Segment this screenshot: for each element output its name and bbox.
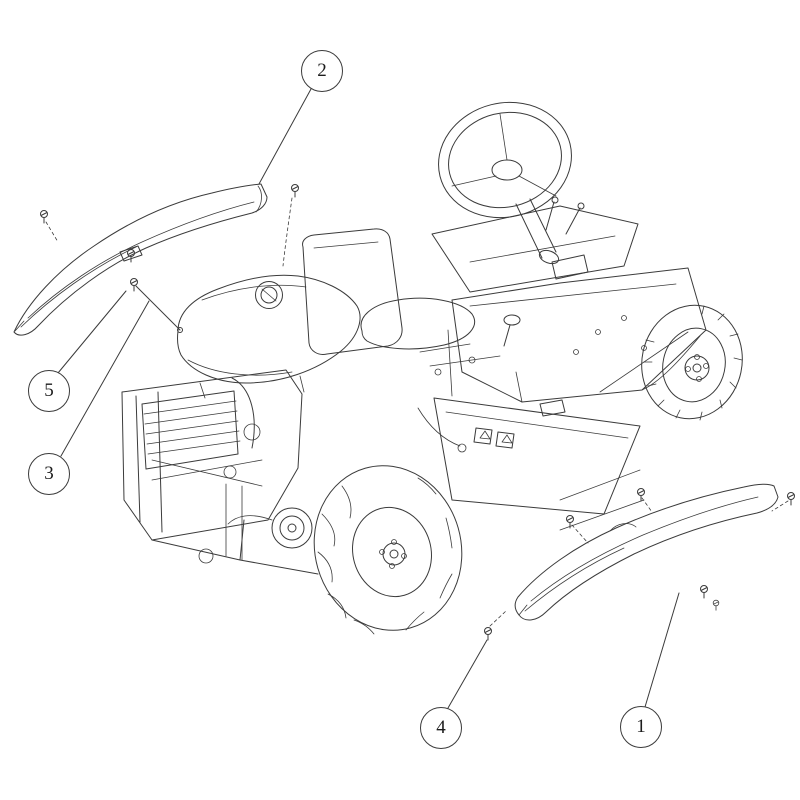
clutch-pulley: [227, 507, 313, 549]
assembly-line: [489, 497, 789, 627]
right-side-panel: [514, 483, 779, 621]
control-console: [431, 196, 639, 347]
assembly-line: [282, 197, 293, 267]
leader-line-3: [60, 300, 150, 457]
steering-spokes: [451, 113, 557, 197]
fuel-cap: [255, 281, 283, 309]
control-lever: [565, 207, 581, 235]
callout-leader-lines: [57, 88, 680, 709]
screw-icon: [712, 599, 720, 611]
steering-wheel: [438, 101, 572, 265]
shift-knob: [503, 314, 521, 326]
front-wheel: [313, 465, 463, 635]
screw-icon: [700, 585, 708, 599]
right-panel-hardware: [484, 488, 795, 641]
mower-deck: [433, 397, 645, 531]
leader-line-2: [258, 88, 312, 185]
screw-icon: [637, 488, 645, 502]
linkage-rod: [135, 285, 181, 331]
screw-icon: [130, 278, 138, 292]
warning-label: [473, 427, 493, 445]
steering-column: [515, 198, 557, 259]
callout-5: 5: [28, 370, 70, 412]
screw-icon: [484, 627, 492, 641]
mount-bracket: [119, 245, 143, 262]
leader-line-1: [644, 592, 680, 708]
callout-3: 3: [28, 453, 70, 495]
fuel-tank: [176, 274, 361, 399]
steering-hub: [491, 159, 523, 181]
seat-cushion: [360, 297, 476, 350]
radiator-grille: [141, 390, 239, 470]
screw-icon: [566, 515, 574, 529]
seat: [302, 228, 476, 355]
callout-1: 1: [620, 706, 662, 748]
left-side-panel: [13, 183, 268, 336]
seat-back: [302, 228, 403, 355]
linkage-parts: [417, 329, 566, 453]
rear-wheel: [641, 304, 743, 421]
wheel-hub: [382, 542, 406, 566]
callout-2: 2: [301, 50, 343, 92]
tire-tread: [317, 477, 453, 635]
control-lever: [545, 201, 555, 231]
screw-icon: [291, 184, 299, 198]
left-panel-hardware: [40, 184, 299, 333]
callout-4: 4: [420, 707, 462, 749]
tire-tread: [643, 305, 743, 421]
warning-label: [495, 431, 515, 449]
screw-icon: [40, 210, 48, 224]
leader-line-5: [57, 290, 127, 374]
engine-frame: [121, 369, 319, 575]
leader-line-4: [447, 639, 488, 709]
screw-icon: [787, 492, 795, 506]
